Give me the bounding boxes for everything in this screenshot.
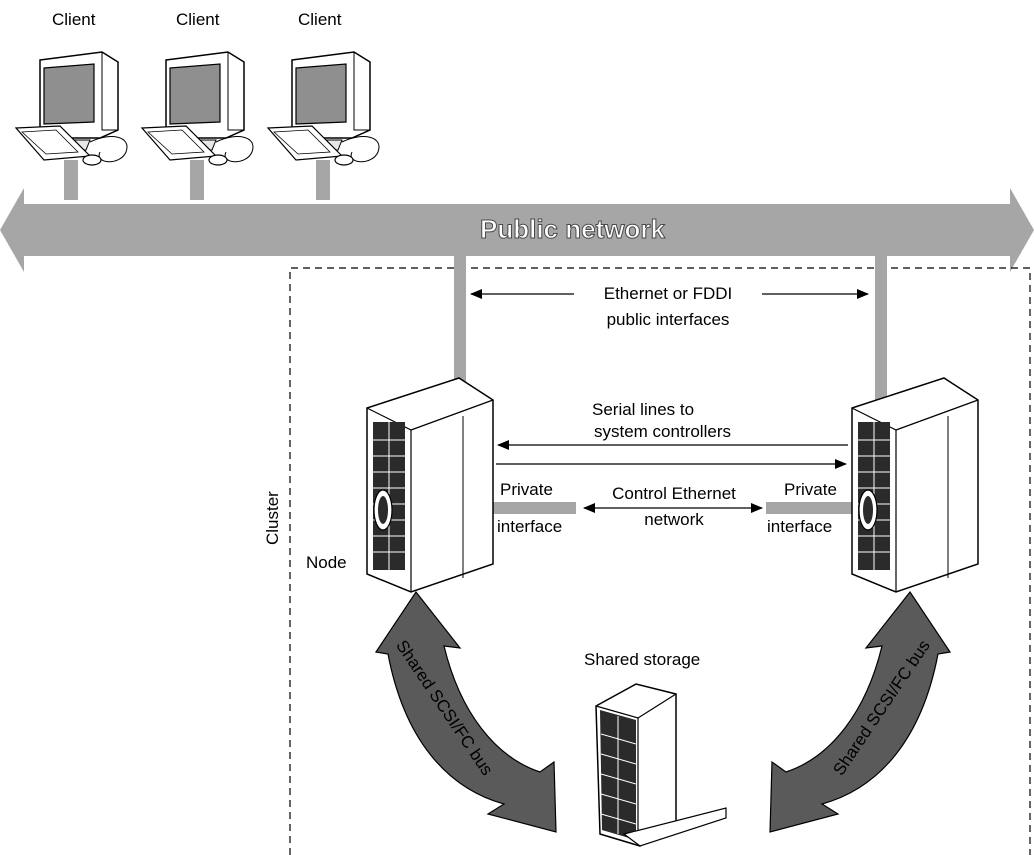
serial-lines-label-line1: Serial lines to	[592, 400, 695, 419]
client-label-3: Client	[298, 10, 342, 29]
public-interfaces-label-line1: Ethernet or FDDI	[603, 284, 733, 303]
node-server-right	[851, 377, 979, 593]
public-network-label: Public network	[480, 214, 666, 245]
shared-bus-arrow-right	[769, 590, 952, 833]
public-network-bar	[0, 188, 1034, 272]
public-interface-drop-right	[875, 256, 887, 406]
private-interface-left-line2: interface	[497, 517, 563, 536]
cluster-boundary	[289, 267, 1031, 855]
shared-bus-arrow-left	[374, 590, 557, 833]
shared-storage-device	[595, 683, 727, 847]
node-label: Node	[306, 553, 347, 572]
cluster-label: Cluster	[263, 491, 282, 545]
private-interface-bar-left	[492, 502, 576, 514]
client-label-2: Client	[176, 10, 220, 29]
client-label-1: Client	[52, 10, 96, 29]
client-computer-2	[140, 51, 254, 200]
private-interface-left-line1: Private	[500, 480, 553, 499]
public-interface-drop-left	[454, 256, 466, 386]
shared-storage-label: Shared storage	[584, 650, 701, 669]
client-computer-3	[266, 51, 380, 200]
public-interfaces-label-line2: public interfaces	[606, 310, 730, 329]
private-interface-right-line2: interface	[767, 517, 833, 536]
private-interface-bar-right	[766, 502, 854, 514]
node-server-left	[366, 377, 494, 593]
control-ethernet-label-line1: Control Ethernet	[612, 484, 736, 503]
private-interface-right-line1: Private	[784, 480, 837, 499]
control-ethernet-label-line2: network	[644, 510, 704, 529]
serial-lines-label-line2: system controllers	[594, 422, 731, 441]
client-computer-1	[14, 51, 128, 200]
